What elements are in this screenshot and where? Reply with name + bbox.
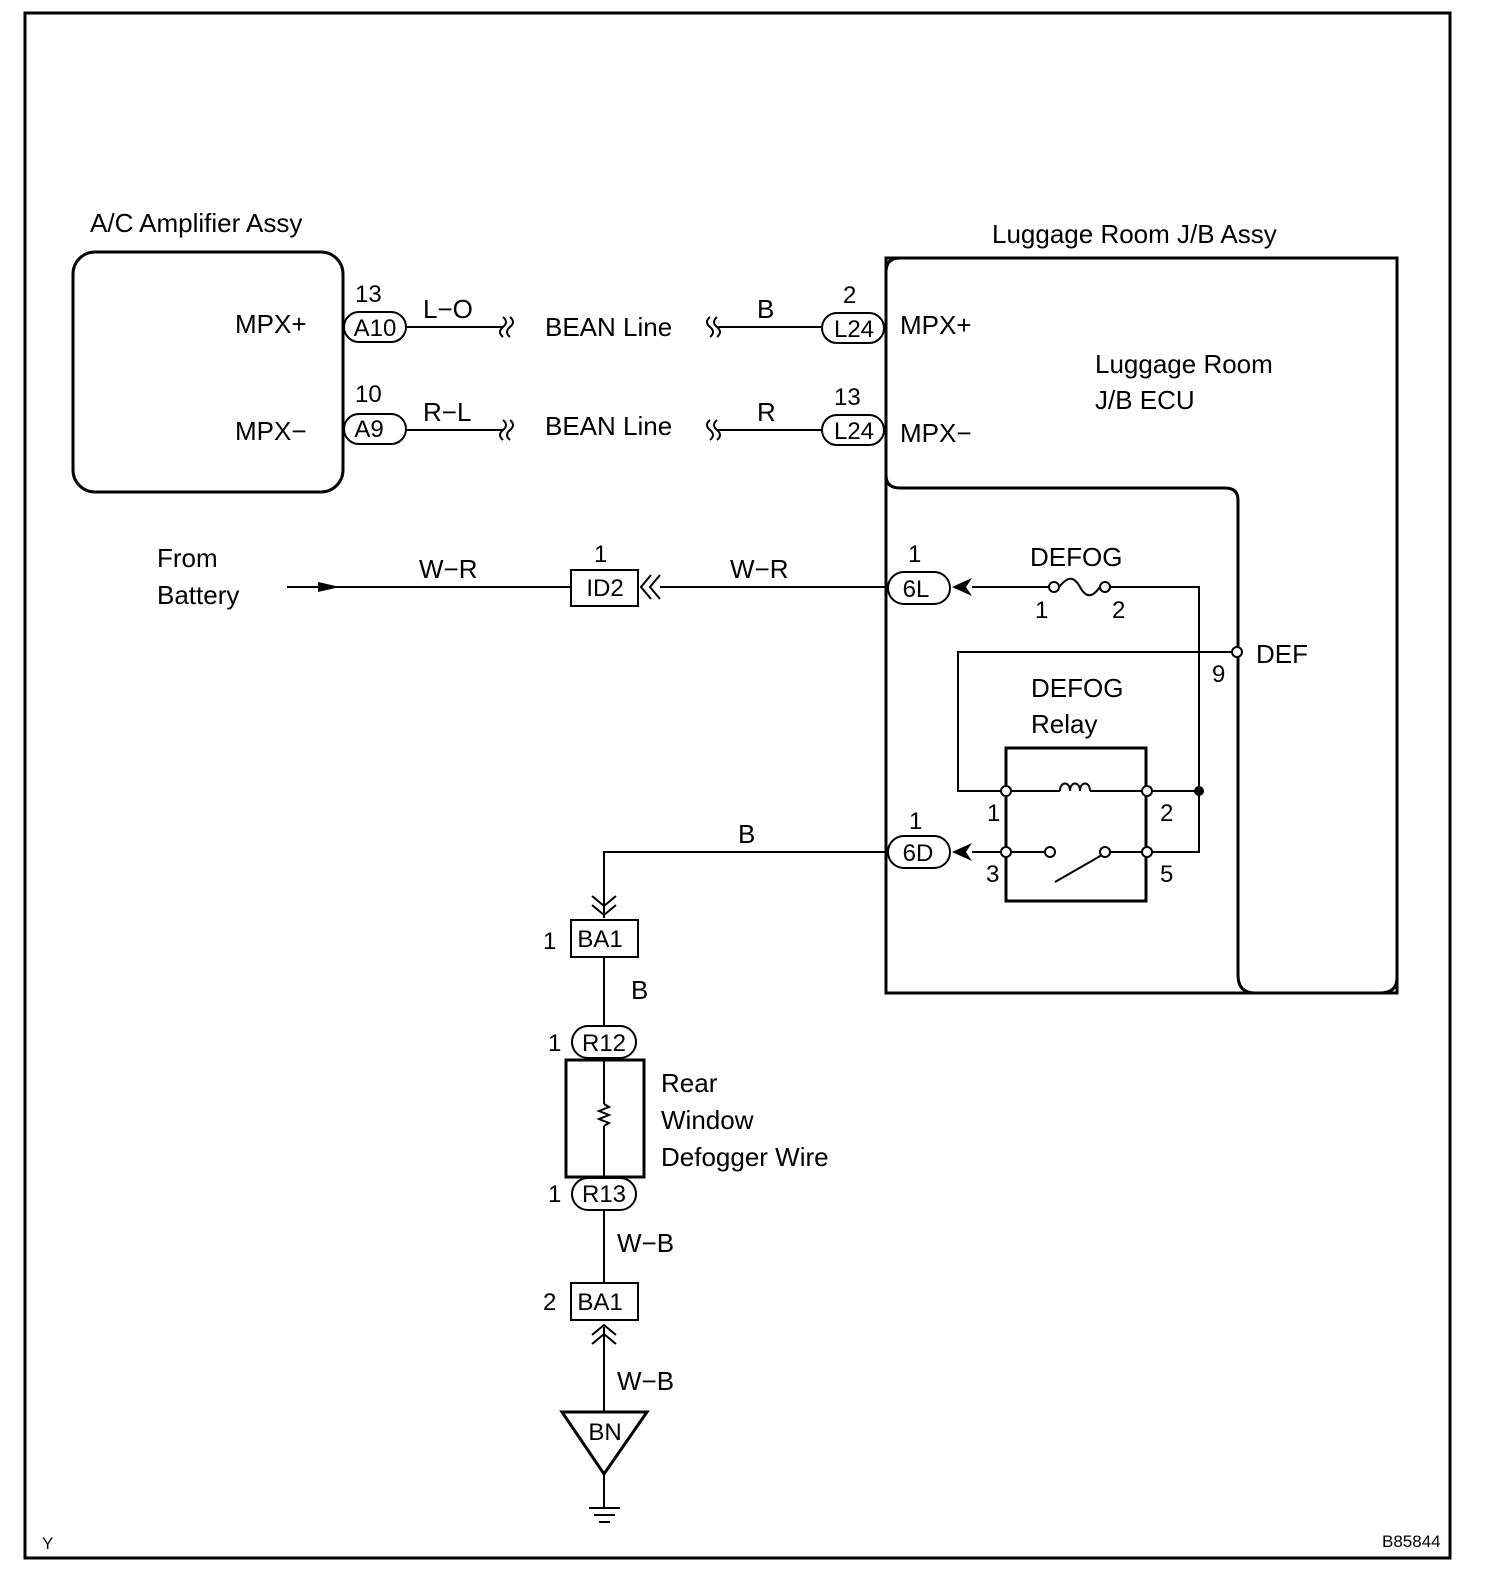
wire-color-b-6d: B	[738, 819, 755, 849]
battery-label-line1: From	[157, 543, 218, 573]
jb-ecu-label-line1: Luggage Room	[1095, 349, 1273, 379]
ac-amplifier-box	[71, 250, 345, 494]
relay-coil-icon	[1059, 782, 1091, 792]
fuse-terminal-1	[1048, 581, 1060, 593]
wire-color-wr-left: W−R	[419, 554, 478, 584]
double-chevron-icon	[639, 574, 661, 600]
l24-bottom-pin-number: 13	[834, 384, 861, 411]
defog-relay-box	[1004, 746, 1148, 903]
r12-connector-id: R12	[582, 1030, 626, 1057]
a9-pin-number: 10	[355, 381, 382, 408]
jb-mpx-minus-label: MPX−	[900, 418, 972, 448]
battery-label-line2: Battery	[157, 580, 239, 610]
jb-assy-title: Luggage Room J/B Assy	[992, 219, 1277, 249]
ac-amp-mpx-plus-label: MPX+	[235, 309, 307, 339]
r13-connector-id: R13	[582, 1181, 626, 1208]
l24-bottom-connector-id: L24	[834, 418, 874, 445]
figure-code: B85844	[1382, 1532, 1441, 1551]
def-terminal	[1231, 646, 1243, 658]
relay-pin-5-terminal	[1141, 846, 1153, 858]
r12-connector	[571, 1025, 637, 1059]
id2-connector-id: ID2	[586, 575, 623, 602]
ground-point-label: BN	[588, 1419, 621, 1446]
wire-break-icon	[499, 316, 514, 338]
ba1-bottom-pin-number: 2	[543, 1289, 556, 1316]
fuse-icon	[1058, 577, 1101, 597]
wire-color-rl: R−L	[423, 397, 471, 427]
wire-color-lo: L−O	[423, 294, 473, 324]
r12-pin-number: 1	[548, 1030, 561, 1057]
defog-fuse-label: DEFOG	[1030, 542, 1122, 572]
a10-connector-id: A10	[354, 315, 397, 342]
junction-dot	[1194, 786, 1204, 796]
6d-to-ba1-wire	[603, 851, 888, 918]
connector-terminal-icon	[952, 578, 972, 596]
defogger-label-line1: Rear	[661, 1068, 718, 1098]
l24-top-connector-id: L24	[834, 316, 874, 343]
ba1-top-connector-id: BA1	[577, 926, 622, 953]
wire-color-wb-2: W−B	[617, 1366, 674, 1396]
double-chevron-down-icon	[591, 895, 617, 917]
jb-ecu-label-line2: J/B ECU	[1095, 385, 1195, 415]
defog-relay-label-line2: Relay	[1031, 709, 1097, 739]
def-label: DEF	[1256, 639, 1308, 669]
jb-assy-box	[884, 256, 1399, 995]
relay-pin-2-terminal	[1141, 785, 1153, 797]
bean-line-label-1: BEAN Line	[545, 312, 672, 342]
fuse-to-relay-wire	[1110, 586, 1200, 853]
wire-color-b-ba1: B	[631, 975, 648, 1005]
relay-pin-5: 5	[1160, 861, 1173, 888]
fuse-pin-1: 1	[1035, 597, 1048, 624]
ground-icon	[589, 1507, 620, 1523]
connector-terminal-icon	[952, 843, 972, 861]
6d-connector-id: 6D	[903, 840, 934, 867]
relay-switch-contact	[1044, 846, 1056, 858]
6l-connector	[887, 571, 951, 605]
defogger-label-line3: Defogger Wire	[661, 1142, 829, 1172]
ba1-bottom-connector	[570, 1282, 639, 1321]
relay-pin-3-terminal	[1000, 846, 1012, 858]
relay-pin-1-terminal	[1000, 785, 1012, 797]
ground-point-triangle	[559, 1410, 650, 1477]
a10-pin-number: 13	[355, 281, 382, 308]
wire-color-wb-1: W−B	[617, 1228, 674, 1258]
relay-switch-blade	[1054, 854, 1103, 883]
id2-connector	[570, 569, 639, 607]
l24-bottom-connector	[821, 414, 885, 446]
6d-pin-number: 1	[909, 808, 922, 835]
6l-pin-number: 1	[908, 541, 921, 568]
wire-color-b-top: B	[757, 294, 774, 324]
wire-color-r: R	[757, 397, 776, 427]
bean-line-label-2: BEAN Line	[545, 411, 672, 441]
wire-color-wr-right: W−R	[730, 554, 789, 584]
fuse-terminal-2	[1099, 581, 1111, 593]
relay-pin-1: 1	[987, 800, 1000, 827]
defog-relay-label-line1: DEFOG	[1031, 673, 1123, 703]
ac-amplifier-title: A/C Amplifier Assy	[90, 208, 302, 238]
diagram-frame	[23, 11, 1452, 1560]
defogger-label-line2: Window	[661, 1105, 754, 1135]
resistor-icon	[596, 1103, 612, 1127]
ac-amp-mpx-minus-label: MPX−	[235, 416, 307, 446]
r13-pin-number: 1	[548, 1181, 561, 1208]
ba1-bottom-connector-id: BA1	[577, 1289, 622, 1316]
jb-ecu-box	[884, 256, 1399, 995]
l24-top-connector	[821, 312, 885, 344]
relay-pin-3: 3	[986, 861, 999, 888]
arrow-right-icon	[318, 582, 340, 592]
jb-mpx-plus-label: MPX+	[900, 310, 972, 340]
ba1-top-pin-number: 1	[543, 928, 556, 955]
wire-break-icon	[499, 419, 514, 441]
l24-top-pin-number: 2	[843, 282, 856, 309]
relay-switch-contact	[1099, 846, 1111, 858]
id2-pin-number: 1	[594, 541, 607, 568]
corner-label-left: Y	[42, 1534, 53, 1553]
fuse-pin-2: 2	[1112, 597, 1125, 624]
relay-pin-2: 2	[1160, 800, 1173, 827]
6l-connector-id: 6L	[903, 576, 930, 603]
a9-connector-id: A9	[354, 416, 383, 443]
def-wire	[957, 651, 1232, 792]
def-pin-number: 9	[1212, 661, 1225, 688]
